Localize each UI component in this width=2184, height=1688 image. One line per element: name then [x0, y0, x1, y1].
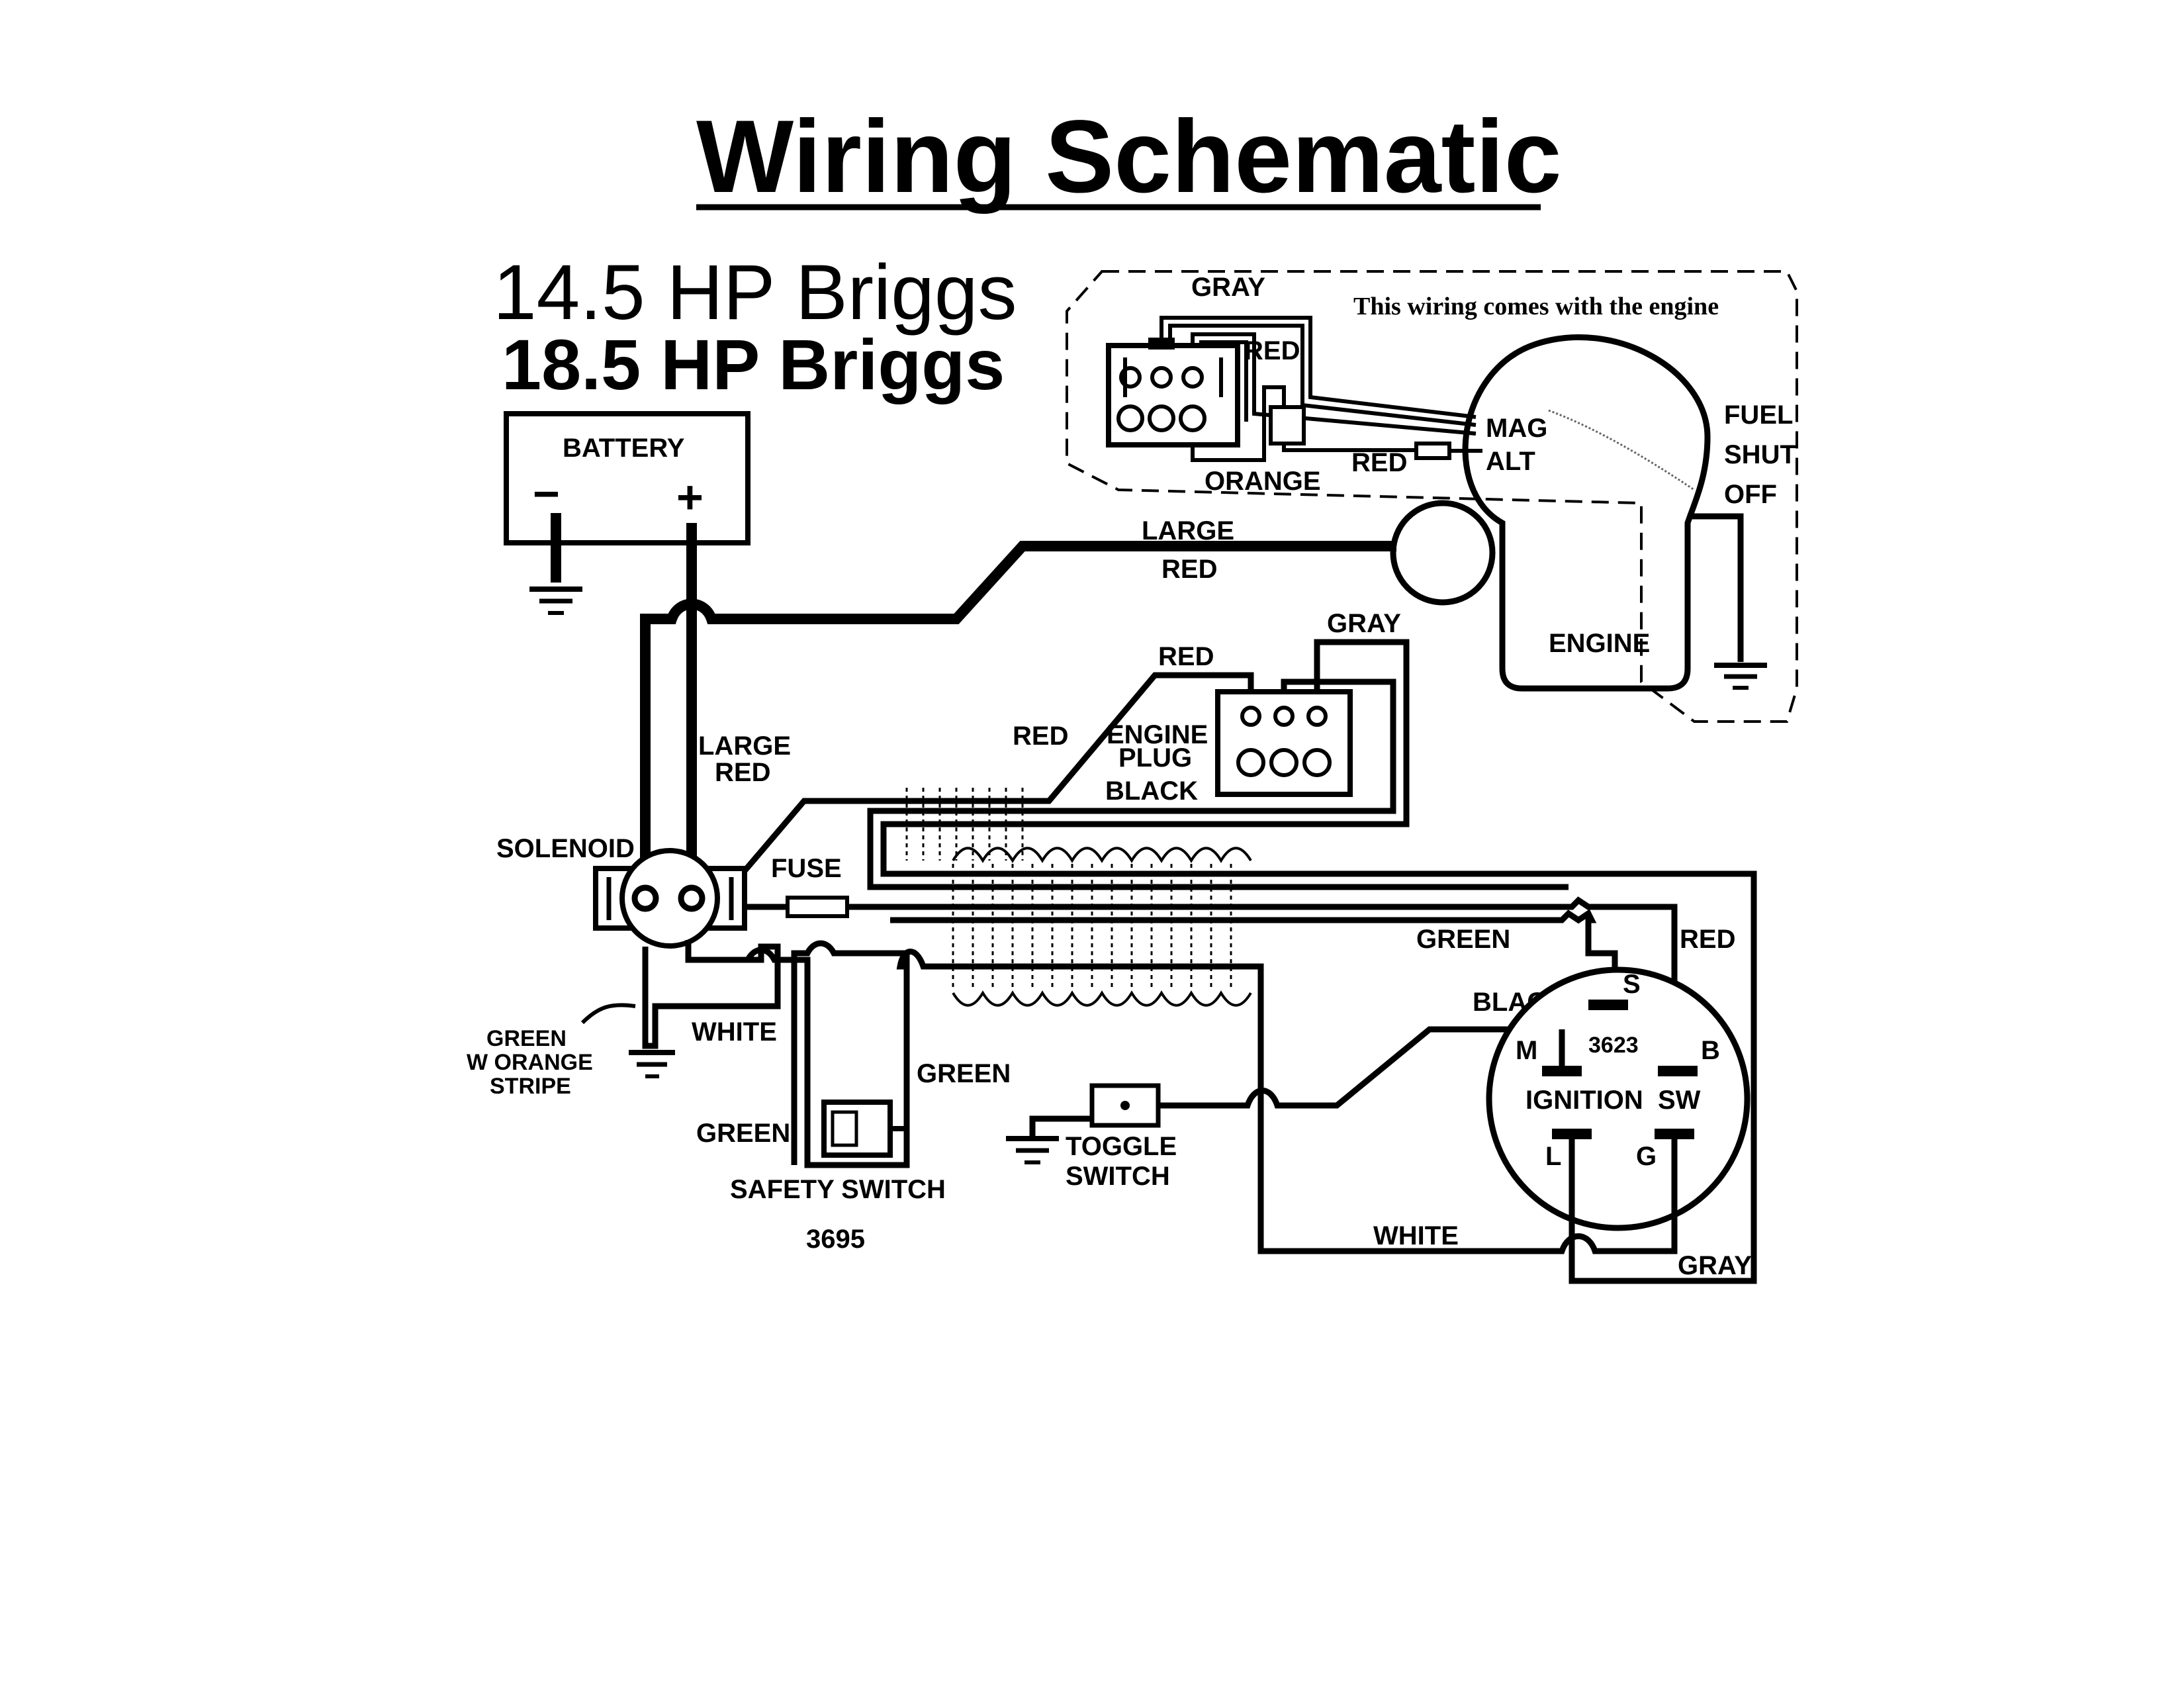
label-large-2: LARGE [698, 731, 791, 761]
safety-green-loop [745, 947, 1678, 1254]
label-red-ign: RED [1680, 925, 1735, 954]
label-red-alt: RED [1351, 448, 1407, 477]
orange-wire-diode [1269, 405, 1306, 445]
label-green-safety-1: GREEN [917, 1059, 1011, 1088]
label-battery: BATTERY [563, 434, 685, 463]
orange-wire [1191, 385, 1416, 462]
black-plug-wire [867, 679, 1569, 890]
subtitle-18-5-hp: 18.5 HP Briggs [502, 324, 1005, 404]
label-alt: ALT [1486, 447, 1535, 476]
label-red-1: RED [1161, 555, 1217, 584]
solenoid-white-wire [642, 940, 781, 1049]
engine-wiring-note: This wiring comes with the engine [1353, 293, 1719, 320]
engine-plug-connector [1215, 689, 1353, 797]
ignition-terminal-s: S [1623, 970, 1641, 999]
label-orange: ORANGE [1205, 467, 1321, 496]
label-gray-bottom: GRAY [1678, 1251, 1752, 1280]
starter-cable [640, 541, 1396, 890]
label-large-1: LARGE [1142, 516, 1234, 545]
ignition-l-wire [1569, 1139, 1754, 1284]
red-wire-top [1191, 332, 1477, 436]
label-safety-num: 3695 [806, 1225, 865, 1254]
label-red-diag: RED [1013, 722, 1068, 751]
gray-wire-top [1160, 316, 1477, 419]
battery-negative: − [533, 468, 560, 520]
fuel-shutoff-wire [1688, 513, 1744, 662]
label-green-gnd-2: W ORANGE [467, 1050, 593, 1075]
engine-wiring-boundary [1066, 270, 1798, 723]
label-gray-top: GRAY [1191, 273, 1265, 302]
engine [1390, 334, 1711, 692]
label-ignition-1: IGNITION [1525, 1086, 1643, 1115]
subtitle-14-5-hp: 14.5 HP Briggs [493, 249, 1017, 336]
label-fuel-3: OFF [1724, 480, 1777, 509]
label-black-plug: BLACK [1105, 776, 1198, 806]
ground-icon-toggle [1006, 1136, 1059, 1164]
solenoid [593, 848, 747, 949]
label-green-safety-2: GREEN [696, 1119, 790, 1148]
label-red-2: RED [715, 758, 770, 787]
label-toggle-2: SWITCH [1066, 1162, 1170, 1191]
label-green-gnd-3: STRIPE [490, 1074, 571, 1099]
ignition-terminal-b: B [1701, 1036, 1720, 1065]
label-engine: ENGINE [1549, 629, 1650, 658]
engine-harness-connector [1106, 338, 1240, 447]
label-white-sol: WHITE [692, 1017, 777, 1047]
safety-switch-green-b [791, 940, 910, 1165]
fuse-to-ignition-red [847, 896, 1678, 1013]
battery-positive: + [676, 471, 704, 523]
ignition-terminal-g: G [1636, 1142, 1657, 1171]
red-wire-top-2 [1199, 340, 1248, 422]
red-plug-wire [725, 672, 1254, 892]
label-white-bottom: WHITE [1373, 1221, 1459, 1250]
toggle-to-ignition-wire [1158, 1026, 1562, 1109]
label-ignition-2: SW [1658, 1086, 1701, 1115]
ground-icon-engine [1714, 663, 1767, 690]
label-fuel-2: SHUT [1724, 440, 1796, 469]
ignition-terminal-l: L [1545, 1142, 1561, 1171]
wire-harness-bundle [905, 788, 1252, 1007]
fuse [786, 896, 849, 918]
label-fuel-1: FUEL [1724, 400, 1793, 430]
label-toggle-1: TOGGLE [1066, 1132, 1177, 1161]
ignition-part-number: 3623 [1588, 1033, 1639, 1058]
ground-icon-battery [529, 586, 582, 615]
toggle-switch [1089, 1083, 1161, 1128]
label-green-gnd-1: GREEN [486, 1026, 567, 1051]
ground-icon-solenoid [629, 1050, 675, 1078]
label-engine-plug-2: PLUG [1118, 743, 1192, 773]
page-title: Wiring Schematic [696, 99, 1562, 214]
green-ignition-wire [890, 909, 1618, 1006]
gray-plug-wire [880, 639, 1757, 1284]
alt-wire-connector [1414, 442, 1451, 460]
label-solenoid: SOLENOID [496, 834, 635, 863]
label-red-top: RED [1244, 336, 1300, 365]
ignition-switch [1486, 966, 1751, 1231]
ignition-terminal-m: M [1516, 1036, 1537, 1065]
label-fuse: FUSE [771, 854, 842, 883]
label-gray-plug: GRAY [1327, 609, 1401, 638]
gray-wire-top-2 [1168, 324, 1477, 427]
safety-switch [821, 1100, 907, 1158]
label-mag: MAG [1486, 414, 1547, 443]
label-red-plug: RED [1158, 642, 1214, 671]
toggle-ground-wire [1029, 1115, 1092, 1139]
green-orange-pointer [580, 1003, 636, 1025]
label-safety-switch: SAFETY SWITCH [730, 1175, 946, 1204]
battery [504, 411, 751, 545]
label-green-ign: GREEN [1416, 925, 1510, 954]
label-engine-plug-1: ENGINE [1107, 720, 1208, 749]
